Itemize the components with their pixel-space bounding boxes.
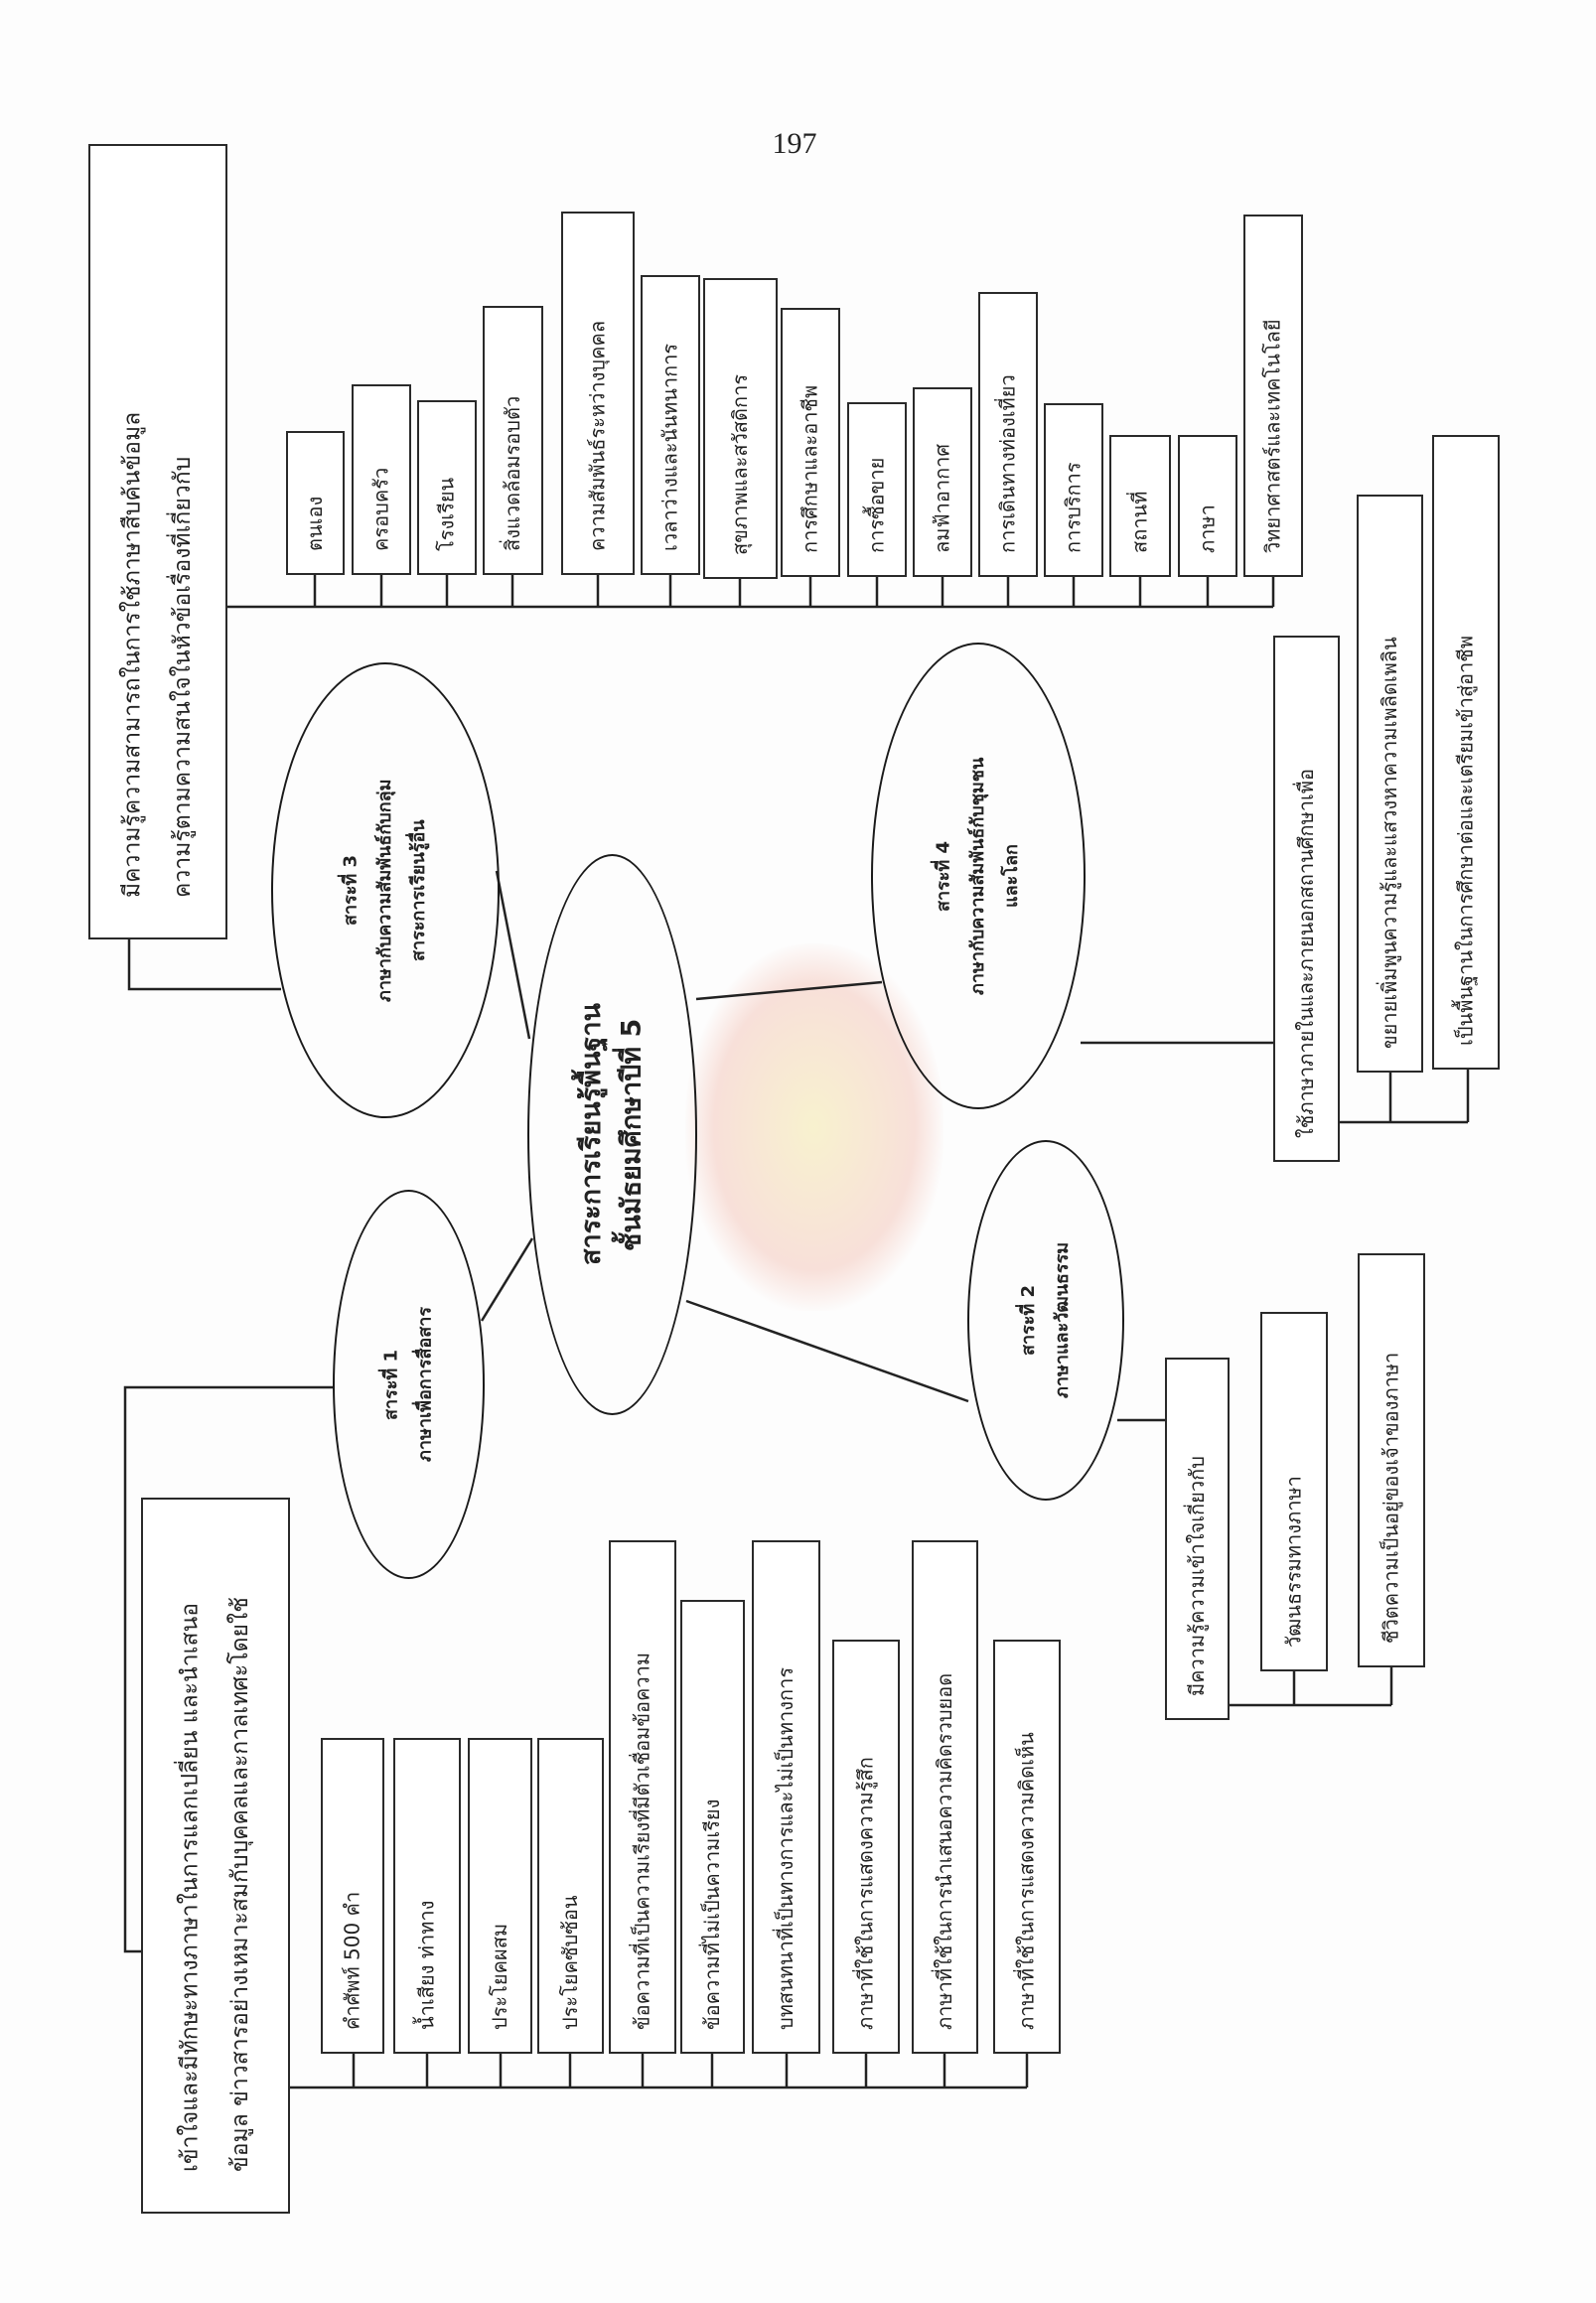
topic-label: สถานที่ xyxy=(1127,491,1152,553)
s2-item-box: วัฒนธรรมทางภาษา xyxy=(1260,1312,1328,1671)
s1-item-box: ข้อความที่เป็นความเรียงที่มีตัวเชื่อมข้อ… xyxy=(609,1540,676,2054)
strand3-subtitle: ภาษากับความสัมพันธ์กับกลุ่ม xyxy=(373,779,395,1002)
s1-item-box: ข้อความที่ไม่เป็นความเรียง xyxy=(680,1600,745,2054)
strand4-title: สาระที่ 4 xyxy=(933,840,954,912)
strand1-subtitle: ภาษาเพื่อการสื่อสาร xyxy=(414,1307,436,1463)
topic-box: การบริการ xyxy=(1044,403,1103,577)
topic-label: ลมฟ้าอากาศ xyxy=(930,443,954,553)
topic-box: เวลาว่างและนันทนาการ xyxy=(641,275,700,575)
connector-center-s4 xyxy=(695,980,883,1001)
center-ellipse: สาระการเรียนรู้พื้นฐาน ชั้นมัธยมศึกษาปีท… xyxy=(527,854,697,1415)
topic-box: ความสัมพันธ์ระหว่างบุคคล xyxy=(561,212,635,575)
connector-center-s3 xyxy=(495,870,531,1040)
connector-s1-description xyxy=(123,1385,334,1953)
center-title-line2: ชั้นมัธยมศึกษาปีที่ 5 xyxy=(616,1018,648,1251)
s4-item-box: ขยายเพิ่มพูนความรู้และแสวงหาความเพลิดเพล… xyxy=(1357,495,1423,1073)
topic-box: การซื้อขาย xyxy=(847,402,907,577)
s4-item-label: เป็นพื้นฐานในการศึกษาต่อและเตรียมเข้าสู่… xyxy=(1453,635,1478,1046)
s4-item-label: ขยายเพิ่มพูนความรู้และแสวงหาความเพลิดเพล… xyxy=(1378,637,1401,1049)
topic-box: การเดินทางท่องเที่ยว xyxy=(978,292,1038,577)
topic-label: การซื้อขาย xyxy=(864,457,889,553)
s1-item-box: น้ำเสียง ท่าทาง xyxy=(393,1738,461,2054)
s2-item-box: ชีวิตความเป็นอยู่ของเจ้าของภาษา xyxy=(1358,1253,1425,1667)
s3-description-box: มีความรู้ความสามารถในการใช้ภาษาสืบค้นข้อ… xyxy=(88,144,227,939)
topic-box: สถานที่ xyxy=(1109,435,1171,577)
topic-label: ตนเอง xyxy=(303,496,327,551)
topic-label: การเดินทางท่องเที่ยว xyxy=(995,374,1020,553)
strand3-ellipse: สาระที่ 3 ภาษากับความสัมพันธ์กับกลุ่ม สา… xyxy=(271,662,500,1118)
s2-item-box: มีความรู้ความเข้าใจเกี่ยวกับ xyxy=(1165,1358,1230,1720)
s4-item-box: เป็นพื้นฐานในการศึกษาต่อและเตรียมเข้าสู่… xyxy=(1432,435,1500,1070)
strand4-subtitle: ภาษากับความสัมพันธ์กับชุมชน xyxy=(966,757,988,995)
s1-item-label: ภาษาที่ใช้ในการแสดงความรู้สึก xyxy=(853,1757,878,2030)
strand2-title: สาระที่ 2 xyxy=(1017,1284,1039,1357)
s4-item-box: ใช้ภาษาภายในและภายนอกสถานศึกษาเพื่อ xyxy=(1273,636,1340,1162)
s1-item-label: ประโยคซับซ้อน xyxy=(558,1895,582,2030)
topic-box: สิ่งแวดล้อมรอบตัว xyxy=(483,306,543,575)
topic-box: โรงเรียน xyxy=(417,400,477,575)
s3-description-text: มีความรู้ความสามารถในการใช้ภาษาสืบค้นข้อ… xyxy=(90,146,225,937)
s1-item-label: ประโยคผสม xyxy=(488,1923,511,2030)
s1-item-label: น้ำเสียง ท่าทาง xyxy=(414,1900,439,2030)
topic-box: ลมฟ้าอากาศ xyxy=(913,387,972,577)
topic-label: วิทยาศาสตร์และเทคโนโลยี xyxy=(1260,319,1285,553)
s1-description-box: เข้าใจและมีทักษะทางภาษาในการแลกเปลี่ยน แ… xyxy=(141,1498,290,2214)
s4-item-label: ใช้ภาษาภายในและภายนอกสถานศึกษาเพื่อ xyxy=(1294,768,1318,1138)
topic-box: ภาษา xyxy=(1178,435,1237,577)
topic-label: สุขภาพและสวัสดิการ xyxy=(728,373,752,555)
s1-item-box: คำศัพท์ 500 คำ xyxy=(321,1738,384,2054)
s1-description-line: ข้อมูล ข่าวสารอย่างเหมาะสมกับบุคคลและกาล… xyxy=(227,1597,253,2172)
s1-item-label: บทสนทนาที่เป็นทางการและไม่เป็นทางการ xyxy=(774,1666,798,2030)
topic-label: ครอบครัว xyxy=(368,467,393,551)
s1-item-box: บทสนทนาที่เป็นทางการและไม่เป็นทางการ xyxy=(752,1540,820,2054)
topic-box: การศึกษาและอาชีพ xyxy=(781,308,840,577)
s1-item-label: ภาษาที่ใช้ในการแสดงความคิดเห็น xyxy=(1014,1732,1039,2030)
s1-item-label: ข้อความที่ไม่เป็นความเรียง xyxy=(700,1799,724,2030)
s1-item-label: ข้อความที่เป็นความเรียงที่มีตัวเชื่อมข้อ… xyxy=(630,1652,654,2030)
s1-description-text: เข้าใจและมีทักษะทางภาษาในการแลกเปลี่ยน แ… xyxy=(143,1500,288,2212)
s1-item-label: คำศัพท์ 500 คำ xyxy=(340,1891,364,2030)
topic-label: การศึกษาและอาชีพ xyxy=(798,384,822,553)
s1-item-box: ภาษาที่ใช้ในการแสดงความรู้สึก xyxy=(832,1640,900,2054)
topic-label: สิ่งแวดล้อมรอบตัว xyxy=(501,395,524,551)
connector-center-s2 xyxy=(685,1299,969,1403)
s1-item-box: ภาษาที่ใช้ในการนำเสนอความคิดรวบยอด xyxy=(912,1540,978,2054)
s1-item-label: ภาษาที่ใช้ในการนำเสนอความคิดรวบยอด xyxy=(933,1672,956,2030)
strand2-subtitle: ภาษาและวัฒนธรรม xyxy=(1052,1241,1073,1399)
s2-item-label: ชีวิตความเป็นอยู่ของเจ้าของภาษา xyxy=(1378,1352,1403,1644)
strand3-subtitle2: สาระการเรียนรู้อื่น xyxy=(408,819,430,961)
strand4-ellipse: สาระที่ 4 ภาษากับความสัมพันธ์กับชุมชน แล… xyxy=(871,643,1086,1109)
strand1-ellipse: สาระที่ 1 ภาษาเพื่อการสื่อสาร xyxy=(333,1190,485,1579)
s2-item-label: วัฒนธรรมทางภาษา xyxy=(1281,1476,1306,1648)
topic-label: เวลาว่างและนันทนาการ xyxy=(657,343,682,551)
topic-box: ครอบครัว xyxy=(352,384,411,575)
page-number: 197 xyxy=(772,127,817,160)
strand1-title: สาระที่ 1 xyxy=(380,1349,402,1420)
strand2-ellipse: สาระที่ 2 ภาษาและวัฒนธรรม xyxy=(967,1140,1124,1501)
s1-description-line: เข้าใจและมีทักษะทางภาษาในการแลกเปลี่ยน แ… xyxy=(177,1602,204,2172)
topic-label: โรงเรียน xyxy=(434,477,459,551)
s3-description-line: มีความรู้ความสามารถในการใช้ภาษาสืบค้นข้อ… xyxy=(119,411,146,898)
center-title-line1: สาระการเรียนรู้พื้นฐาน xyxy=(576,1003,607,1266)
connector-center-s1 xyxy=(480,1237,534,1322)
s1-item-box: ประโยคซับซ้อน xyxy=(537,1738,604,2054)
s1-item-box: ภาษาที่ใช้ในการแสดงความคิดเห็น xyxy=(993,1640,1061,2054)
s1-item-box: ประโยคผสม xyxy=(468,1738,532,2054)
topic-label: ภาษา xyxy=(1195,504,1220,553)
topic-label: ความสัมพันธ์ระหว่างบุคคล xyxy=(585,320,610,551)
s2-item-label: มีความรู้ความเข้าใจเกี่ยวกับ xyxy=(1185,1456,1209,1696)
topic-box: สุขภาพและสวัสดิการ xyxy=(703,278,778,579)
strand3-title: สาระที่ 3 xyxy=(340,854,362,927)
topic-box: ตนเอง xyxy=(286,431,345,575)
connector-s3-description xyxy=(127,939,281,991)
topic-box: วิทยาศาสตร์และเทคโนโลยี xyxy=(1243,215,1303,577)
s3-description-line: ความรู้ตามความสนใจในหัวข้อเรื่องที่เกี่ย… xyxy=(170,456,196,898)
topic-label: การบริการ xyxy=(1061,462,1086,553)
strand4-subtitle2: และโลก xyxy=(1001,844,1023,908)
